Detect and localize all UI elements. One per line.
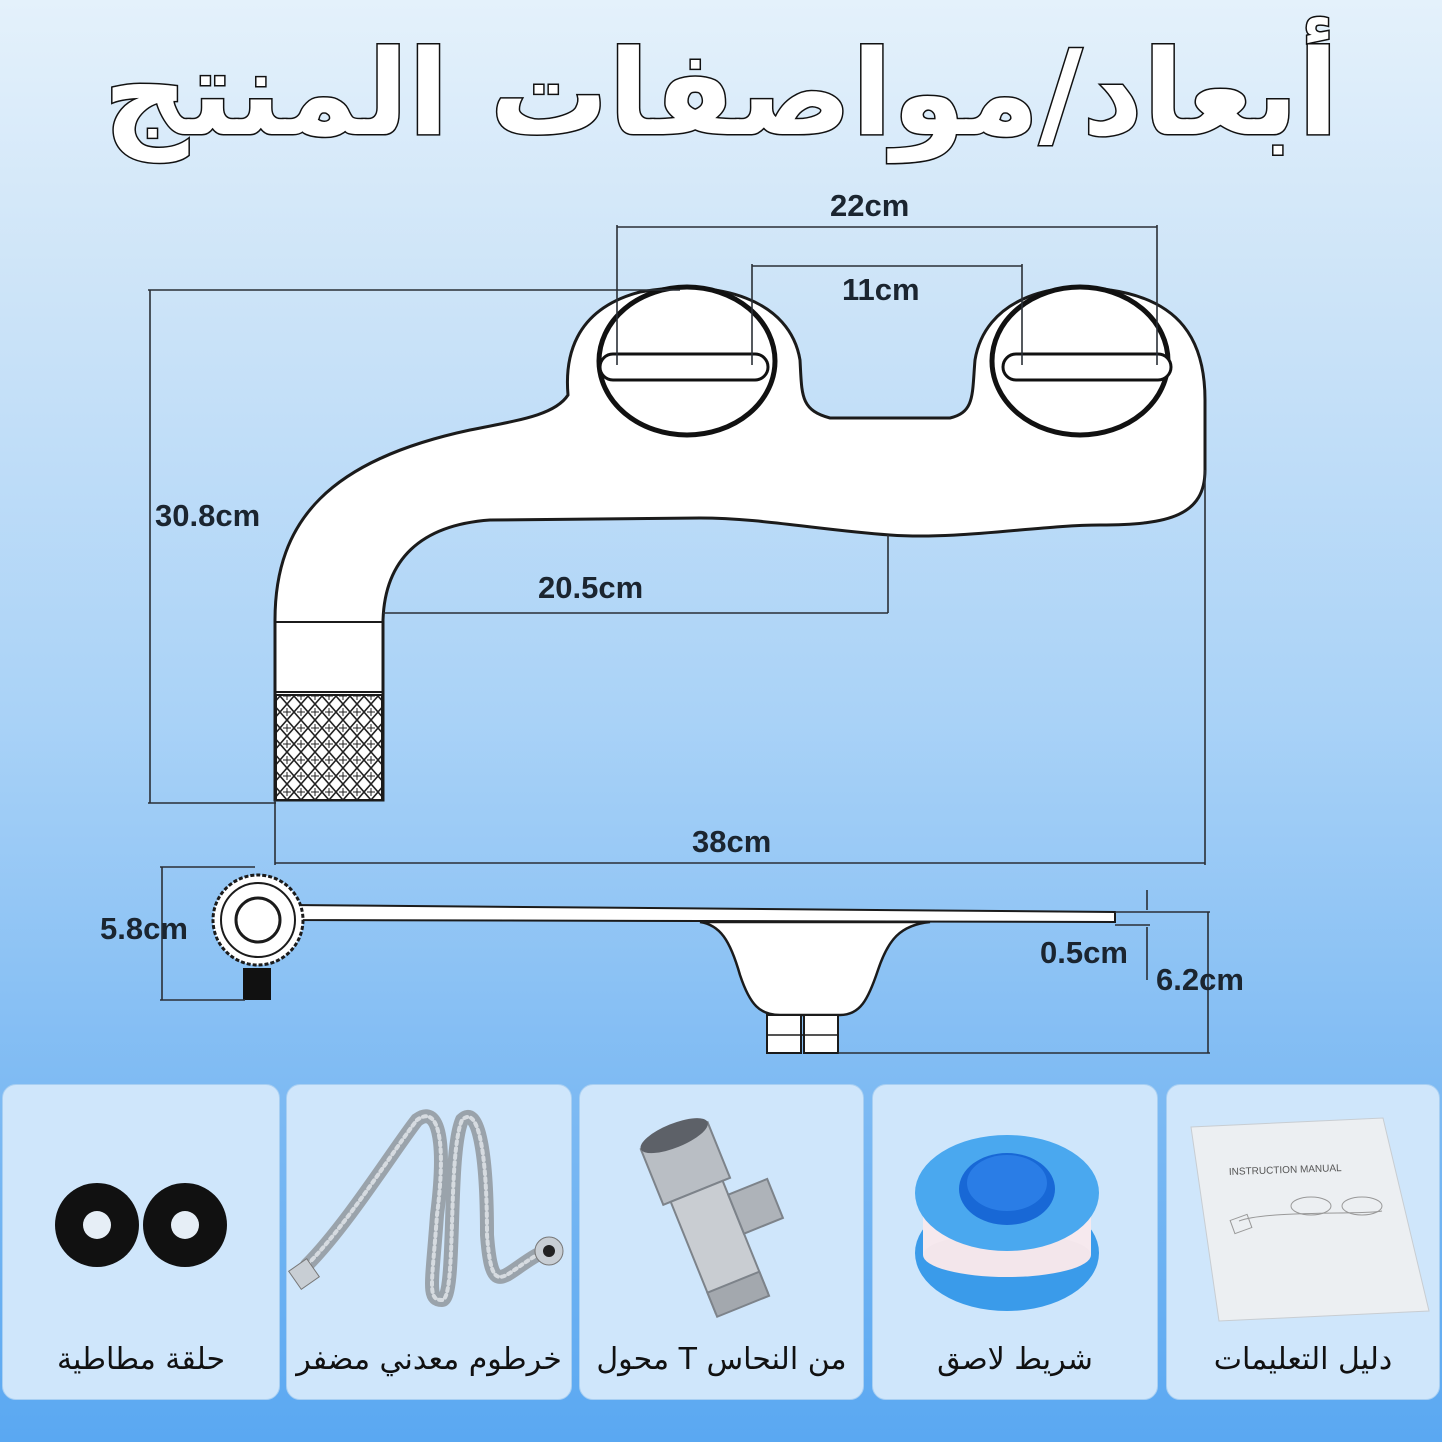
side-connector-left xyxy=(766,1014,802,1054)
instruction-manual-icon: INSTRUCTION MANUAL xyxy=(1190,1117,1430,1322)
knob-stem xyxy=(243,968,271,1000)
t-adapter-icon xyxy=(639,1118,785,1319)
bidet-body-outline xyxy=(273,286,1207,802)
knurled-grip xyxy=(275,694,383,801)
dim-22cm: 22cm xyxy=(830,188,910,223)
accessory-label: حلقة مطاطية xyxy=(56,1342,226,1377)
dimension-lines xyxy=(148,225,1206,865)
accessory-label: خرطوم معدني مضفر xyxy=(296,1342,562,1377)
ptfe-tape-icon xyxy=(915,1135,1099,1311)
accessory-card-instruction-manual: INSTRUCTION MANUAL دليل التعليمات xyxy=(1166,1084,1440,1400)
accessory-card-braided-hose: خرطوم معدني مضفر xyxy=(286,1084,572,1400)
dim-38cm: 38cm xyxy=(692,824,772,859)
dim-30-8cm: 30.8cm xyxy=(155,498,261,533)
side-plate xyxy=(289,903,1116,924)
right-mount-slot xyxy=(1001,352,1173,382)
side-connector-right xyxy=(803,1014,839,1054)
page-title: أبعاد/مواصفات المنتج xyxy=(102,23,1340,164)
bidet-side-view xyxy=(211,873,1116,1054)
accessory-card-ptfe-tape: شريط لاصق xyxy=(872,1084,1158,1400)
dim-5-8cm: 5.8cm xyxy=(100,911,188,946)
accessory-label: شريط لاصق xyxy=(937,1342,1093,1377)
accessory-label: من النحاس T محول xyxy=(596,1342,847,1377)
dim-11cm: 11cm xyxy=(842,272,920,307)
dim-20-5cm: 20.5cm xyxy=(538,570,644,605)
dim-0-5cm: 0.5cm xyxy=(1040,935,1128,970)
left-mount-slot xyxy=(598,352,770,382)
side-dimension-lines xyxy=(160,866,1210,1054)
braided-hose-icon xyxy=(287,1109,564,1308)
dim-6-2cm: 6.2cm xyxy=(1156,962,1244,997)
rubber-washers-icon xyxy=(55,1183,227,1267)
side-body xyxy=(699,920,931,1017)
manual-cover-text: INSTRUCTION MANUAL xyxy=(1229,1163,1343,1178)
accessory-label: دليل التعليمات xyxy=(1213,1342,1393,1377)
accessories-row: حلقة مطاطية خرطوم معدني مضفر من xyxy=(0,1084,1442,1402)
accessory-card-t-adapter: من النحاس T محول xyxy=(579,1084,864,1400)
accessory-card-rubber-washers: حلقة مطاطية xyxy=(2,1084,280,1400)
bidet-top-view xyxy=(273,284,1207,802)
